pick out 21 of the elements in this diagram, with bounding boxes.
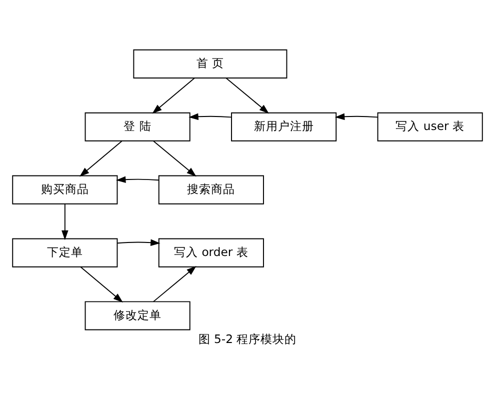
arrow	[80, 140, 122, 177]
node-box: 搜索商品	[158, 175, 264, 204]
arrow	[226, 78, 270, 114]
node-box: 写入 user 表	[377, 112, 483, 142]
arrow	[153, 140, 196, 177]
arrow	[152, 78, 195, 114]
caption: 图 5-2 程序模块的	[198, 332, 297, 346]
arrow	[80, 266, 123, 302]
arrow	[117, 239, 160, 246]
arrow	[116, 176, 160, 183]
arrow	[334, 113, 378, 120]
node-box: 写入 order 表	[158, 238, 264, 268]
node-box: 新用户注册	[231, 112, 337, 142]
arrow	[188, 113, 232, 120]
node-box: 登 陆	[84, 112, 190, 142]
arrow	[153, 266, 196, 302]
node-box: 购买商品	[12, 175, 118, 204]
node-box: 首 页	[133, 49, 288, 78]
arrow	[62, 204, 68, 240]
node-box: 修改定单	[84, 301, 190, 330]
node-box: 下定单	[12, 238, 118, 268]
